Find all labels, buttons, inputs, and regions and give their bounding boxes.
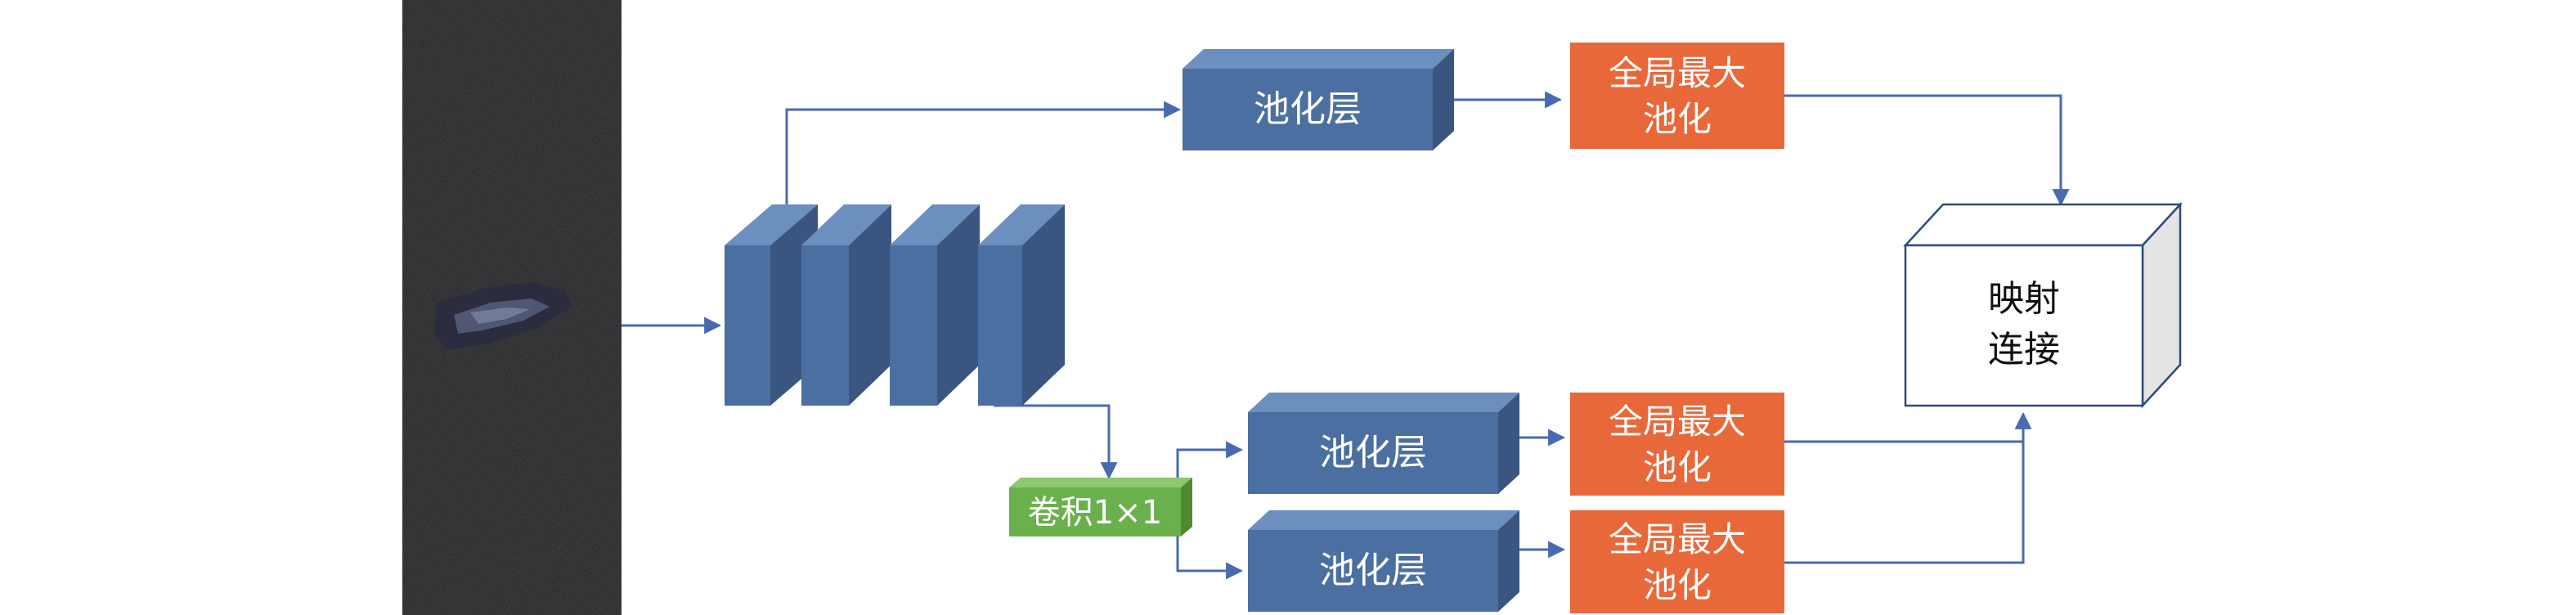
feature-block bbox=[890, 204, 980, 406]
arrow-gmp-top-to-map bbox=[1783, 94, 2070, 207]
backbone-blocks bbox=[725, 204, 1065, 406]
input-image bbox=[402, 0, 622, 615]
gmp-mid-line2: 池化 bbox=[1643, 447, 1712, 487]
pool-bot-label: 池化层 bbox=[1319, 550, 1427, 591]
pool-top-label: 池化层 bbox=[1254, 88, 1362, 130]
feature-block bbox=[801, 204, 891, 406]
global-max-pool-bot: 全局最大 池化 bbox=[1570, 510, 1784, 613]
gmp-top-line1: 全局最大 bbox=[1609, 53, 1746, 93]
pool-layer-bot: 池化层 bbox=[1248, 510, 1519, 612]
gmp-top-line2: 池化 bbox=[1643, 99, 1712, 139]
arrow-gmp-bot-to-map bbox=[1783, 414, 2025, 564]
target-object bbox=[433, 282, 572, 350]
pool-layer-top: 池化层 bbox=[1183, 49, 1454, 150]
global-max-pool-top: 全局最大 池化 bbox=[1570, 43, 1784, 149]
global-max-pool-mid: 全局最大 池化 bbox=[1570, 393, 1784, 496]
gmp-mid-line1: 全局最大 bbox=[1609, 402, 1746, 442]
pool-mid-label: 池化层 bbox=[1319, 432, 1427, 474]
map-concat-cube: 映射 连接 bbox=[1903, 201, 2183, 409]
conv-label: 卷积1×1 bbox=[1028, 494, 1162, 532]
arrow-gmp-mid-to-map bbox=[1783, 411, 2032, 443]
pool-layer-mid: 池化层 bbox=[1248, 393, 1519, 494]
arrow-backbone-to-pool-top bbox=[785, 101, 1182, 206]
map-line1: 映射 bbox=[1988, 278, 2060, 320]
map-line2: 连接 bbox=[1988, 329, 2060, 370]
conv-1x1-block: 卷积1×1 bbox=[1009, 478, 1192, 536]
arrow-backbone-to-conv bbox=[994, 404, 1118, 480]
gmp-bot-line1: 全局最大 bbox=[1609, 519, 1746, 559]
gmp-bot-line2: 池化 bbox=[1643, 565, 1712, 605]
feature-block bbox=[978, 204, 1065, 406]
connectors bbox=[622, 91, 2070, 580]
